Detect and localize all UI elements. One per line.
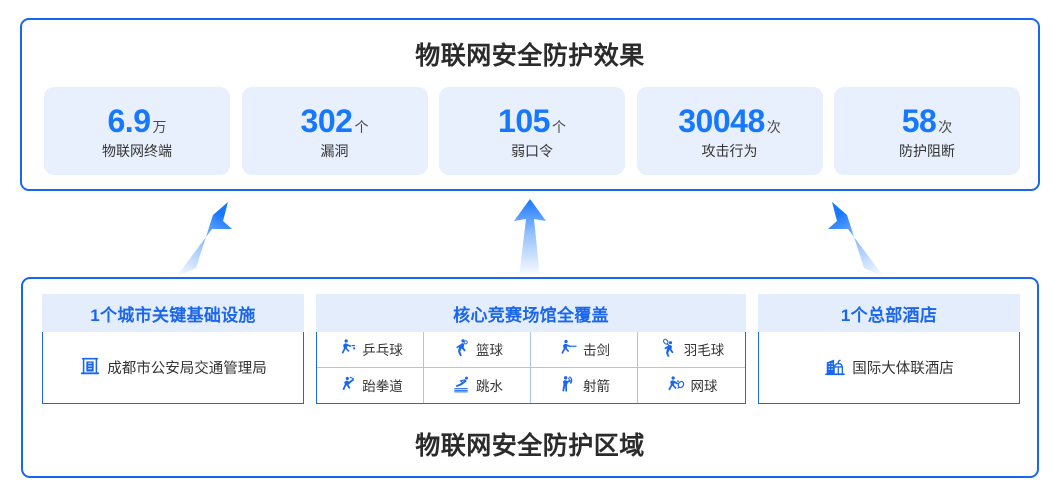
stat-value: 30048 次 bbox=[678, 105, 780, 137]
sports-grid: 乒乓球 篮球 bbox=[316, 332, 746, 404]
basketball-icon bbox=[451, 338, 471, 361]
stat-card-weak-passwords[interactable]: 105 个 弱口令 bbox=[439, 87, 625, 175]
zone-competition-venues: 核心竞赛场馆全覆盖 乒乓球 bbox=[316, 294, 746, 404]
stat-value: 6.9 万 bbox=[108, 105, 167, 137]
stat-card-blocks[interactable]: 58 次 防护阻断 bbox=[834, 87, 1020, 175]
stat-label: 攻击行为 bbox=[701, 142, 758, 159]
zone-header: 核心竞赛场馆全覆盖 bbox=[316, 294, 746, 332]
entity-label: 成都市公安局交通管理局 bbox=[107, 361, 267, 377]
zone-headquarters-hotel: 1个总部酒店 国际大 bbox=[758, 294, 1020, 404]
stat-value: 302 个 bbox=[301, 105, 369, 137]
page-title: 物联网安全防护效果 bbox=[415, 42, 645, 70]
stat-label: 物联网终端 bbox=[102, 142, 172, 159]
zone-header: 1个总部酒店 bbox=[758, 294, 1020, 332]
badminton-icon bbox=[659, 338, 679, 361]
zones-row: 1个城市关键基础设施 成都市公安局交通管理局 bbox=[42, 294, 1020, 404]
sport-cell-taekwondo[interactable]: 跆拳道 bbox=[317, 367, 424, 403]
arrow-left-diagonal bbox=[176, 202, 232, 277]
zone-header: 1个城市关键基础设施 bbox=[42, 294, 304, 332]
sport-cell-diving[interactable]: 跳水 bbox=[424, 367, 531, 403]
stat-label: 防护阻断 bbox=[899, 142, 955, 159]
entity-traffic-bureau[interactable]: 成都市公安局交通管理局 bbox=[79, 355, 267, 381]
bottom-section-title: 物联网安全防护区域 bbox=[415, 432, 645, 460]
stat-number: 6.9 bbox=[107, 102, 151, 139]
entity-fisu-hotel[interactable]: 国际大体联酒店 bbox=[824, 355, 954, 381]
sport-cell-fencing[interactable]: 击剑 bbox=[531, 332, 638, 368]
sport-label: 乒乓球 bbox=[362, 343, 403, 359]
stat-unit: 个 bbox=[354, 118, 369, 135]
arrow-right-diagonal bbox=[828, 202, 884, 277]
zone-body: 国际大体联酒店 bbox=[758, 332, 1020, 404]
zone-city-infrastructure: 1个城市关键基础设施 成都市公安局交通管理局 bbox=[42, 294, 304, 404]
archery-icon bbox=[558, 374, 578, 397]
stat-card-vulnerabilities[interactable]: 302 个 漏洞 bbox=[241, 87, 428, 175]
stat-number: 30048 bbox=[678, 102, 765, 139]
hotel-building-icon bbox=[824, 355, 846, 381]
iot-protection-zone-panel: 1个城市关键基础设施 成都市公安局交通管理局 bbox=[21, 277, 1039, 478]
arrows-svg bbox=[176, 199, 884, 277]
sport-label: 网球 bbox=[690, 379, 718, 395]
stat-unit: 次 bbox=[938, 118, 953, 135]
sport-cell-tennis[interactable]: 网球 bbox=[638, 368, 745, 404]
diving-icon bbox=[451, 374, 471, 397]
sport-cell-table-tennis[interactable]: 乒乓球 bbox=[317, 332, 424, 368]
stat-unit: 次 bbox=[766, 118, 781, 135]
government-building-icon bbox=[79, 355, 101, 381]
zone-body: 成都市公安局交通管理局 bbox=[42, 332, 304, 404]
arrow-middle-vertical bbox=[514, 199, 546, 277]
stat-number: 58 bbox=[901, 102, 937, 139]
sport-label: 跳水 bbox=[476, 379, 503, 395]
sport-label: 篮球 bbox=[476, 343, 503, 359]
stat-card-attacks[interactable]: 30048 次 攻击行为 bbox=[636, 87, 823, 175]
fencing-icon bbox=[558, 338, 578, 361]
sport-label: 跆拳道 bbox=[362, 379, 403, 395]
sport-cell-basketball[interactable]: 篮球 bbox=[424, 332, 531, 368]
stat-value: 58 次 bbox=[902, 105, 953, 137]
taekwondo-icon bbox=[337, 374, 357, 397]
sport-cell-badminton[interactable]: 羽毛球 bbox=[638, 332, 745, 368]
stat-label: 弱口令 bbox=[511, 142, 553, 159]
arrows-layer bbox=[0, 191, 1060, 277]
sport-label: 射箭 bbox=[583, 379, 610, 395]
stats-row: 6.9 万 物联网终端 302 个 漏洞 105 个 弱口令 bbox=[44, 87, 1020, 175]
stat-number: 105 bbox=[498, 102, 550, 139]
iot-protection-effect-panel: 物联网安全防护效果 6.9 万 物联网终端 302 个 漏洞 105 bbox=[20, 18, 1040, 191]
stat-unit: 万 bbox=[152, 118, 167, 135]
tennis-icon bbox=[666, 374, 686, 397]
sport-label: 羽毛球 bbox=[683, 343, 725, 359]
stat-number: 302 bbox=[300, 102, 353, 139]
stat-label: 漏洞 bbox=[320, 142, 349, 159]
stat-value: 105 个 bbox=[498, 105, 566, 137]
sport-cell-archery[interactable]: 射箭 bbox=[531, 367, 638, 403]
stat-unit: 个 bbox=[551, 118, 566, 135]
stat-card-iot-terminals[interactable]: 6.9 万 物联网终端 bbox=[44, 87, 230, 175]
table-tennis-icon bbox=[337, 338, 357, 361]
entity-label: 国际大体联酒店 bbox=[852, 361, 954, 377]
sport-label: 击剑 bbox=[583, 343, 610, 359]
